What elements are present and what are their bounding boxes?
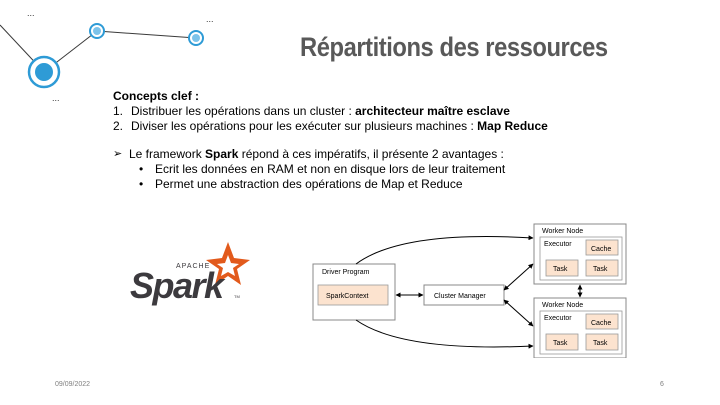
cluster-manager-box: Cluster Manager [423, 284, 505, 306]
network-decoration: ... ... ... [0, 8, 214, 103]
spark-logo: APACHE Spark TM [130, 242, 250, 306]
spark-architecture-diagram: Driver Program SparkContext Cluster Mana… [312, 223, 627, 358]
driver-program-box: Driver Program SparkContext [312, 263, 396, 321]
task-box [545, 259, 579, 277]
logo-apache-text: APACHE [176, 263, 210, 270]
cache-box [585, 239, 619, 256]
framework-bullet: ➢ Le framework Spark répond à ces impéra… [113, 147, 703, 162]
framework-text-bold: Spark [205, 147, 239, 161]
task-box [585, 259, 619, 277]
framework-text-post: répond à ces impératifs, il présente 2 a… [238, 147, 504, 161]
slide-body: Concepts clef : 1. Distribuer les opérat… [113, 89, 703, 192]
sub-bullet-text: Permet une abstraction des opérations de… [155, 177, 463, 191]
sub-bullet: • Ecrit les données en RAM et non en dis… [113, 162, 703, 177]
concept-number: 1. [113, 104, 124, 118]
concept-text: Distribuer les opérations dans un cluste… [131, 104, 510, 119]
task-label: Task [593, 340, 608, 347]
task-label: Task [593, 266, 608, 273]
driver-program-label: Driver Program [322, 269, 370, 276]
connector-arrow [355, 319, 534, 349]
concept-item: 1. Distribuer les opérations dans un clu… [113, 104, 703, 119]
network-node-large-inner [33, 61, 55, 83]
connector-arrow [503, 263, 534, 291]
concept-text-bold: Map Reduce [477, 119, 548, 133]
framework-text: Le framework Spark répond à ces impérati… [129, 147, 504, 162]
network-edge [96, 30, 197, 39]
network-node-inner [192, 34, 200, 42]
bullet-dot-icon: • [139, 162, 144, 176]
logo-tm-text: TM [234, 294, 240, 299]
spark-context-box [317, 284, 389, 306]
concepts-heading: Concepts clef : [113, 89, 200, 103]
cache-box [585, 313, 619, 330]
arrow-bullet-icon: ➢ [113, 148, 123, 160]
concept-text-plain: Diviser les opérations pour les exécuter… [131, 119, 478, 133]
task-box [545, 333, 579, 351]
worker-node-box: Worker Node Executor Cache Task Task [533, 297, 627, 358]
framework-text-pre: Le framework [129, 147, 206, 161]
task-label: Task [553, 340, 568, 347]
worker-node-label: Worker Node [542, 302, 583, 309]
worker-node-box: Worker Node Executor Cache Task Task [533, 223, 627, 285]
executor-label: Executor [544, 241, 572, 248]
worker-node-label: Worker Node [542, 228, 583, 235]
ellipsis-mark: ... [52, 93, 60, 103]
network-node-inner [93, 27, 101, 35]
connector-arrow [355, 235, 534, 265]
slide-title: Répartitions des ressources [300, 32, 608, 62]
concept-text: Diviser les opérations pour les exécuter… [131, 119, 548, 134]
concept-text-bold: architecteur maître esclave [355, 104, 510, 118]
connector-arrow [503, 299, 534, 327]
cluster-manager-label: Cluster Manager [434, 293, 486, 300]
logo-spark-text: Spark [130, 265, 226, 306]
spark-star-hole [217, 255, 239, 276]
cache-label: Cache [591, 246, 611, 253]
concept-text-plain: Distribuer les opérations dans un cluste… [131, 104, 356, 118]
task-label: Task [553, 266, 568, 273]
spark-context-label: SparkContext [326, 293, 368, 300]
concept-number: 2. [113, 119, 124, 133]
ellipsis-mark: ... [206, 14, 214, 24]
bullet-dot-icon: • [139, 177, 144, 191]
executor-label: Executor [544, 315, 572, 322]
concept-item: 2. Diviser les opérations pour les exécu… [113, 119, 703, 134]
footer-page-number: 6 [660, 381, 664, 388]
sub-bullet: • Permet une abstraction des opérations … [113, 177, 703, 192]
footer-date: 09/09/2022 [55, 381, 91, 388]
cache-label: Cache [591, 320, 611, 327]
sub-bullet-text: Ecrit les données en RAM et non en disqu… [155, 162, 506, 176]
ellipsis-mark: ... [27, 8, 35, 18]
task-box [585, 333, 619, 351]
